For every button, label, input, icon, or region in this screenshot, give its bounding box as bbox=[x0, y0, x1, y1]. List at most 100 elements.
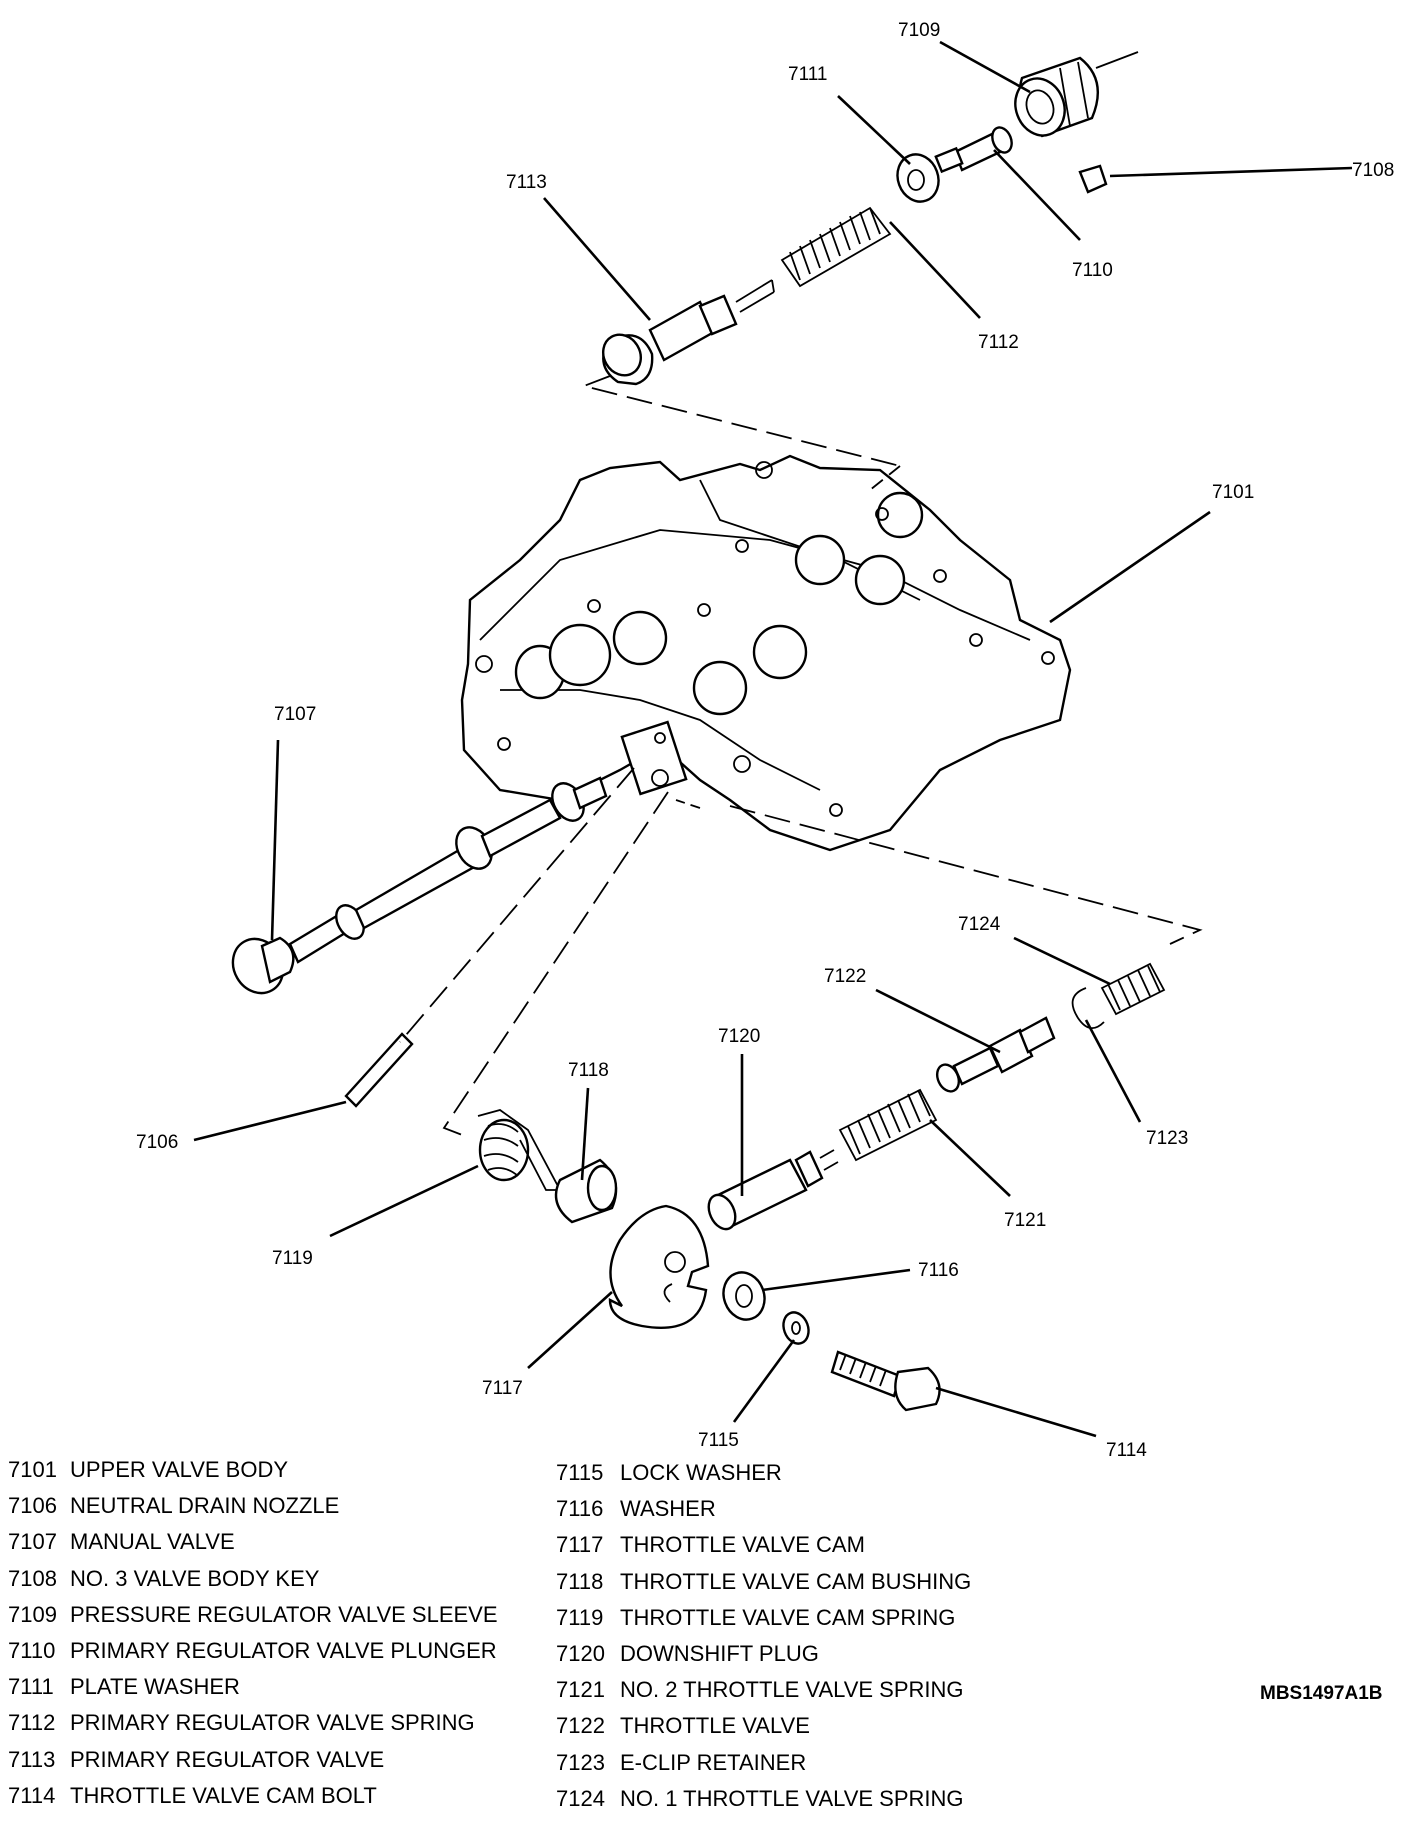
legend-row: 7117 THROTTLE VALVE CAM bbox=[556, 1527, 971, 1563]
legend-part-name: NO. 3 VALVE BODY KEY bbox=[70, 1565, 320, 1591]
pressure-regulator-valve-sleeve bbox=[1014, 51, 1139, 138]
callout-7121: 7121 bbox=[1004, 1210, 1046, 1231]
legend-row: 7115 LOCK WASHER bbox=[556, 1455, 971, 1491]
callout-7123: 7123 bbox=[1146, 1128, 1188, 1149]
legend-part-number: 7119 bbox=[556, 1604, 604, 1630]
legend-part-name: MANUAL VALVE bbox=[70, 1529, 235, 1555]
callout-7112: 7112 bbox=[978, 332, 1019, 353]
legend-row: 7108 NO. 3 VALVE BODY KEY bbox=[8, 1561, 498, 1597]
callout-7118: 7118 bbox=[568, 1060, 609, 1081]
callout-7114: 7114 bbox=[1106, 1440, 1147, 1461]
callout-7116: 7116 bbox=[918, 1260, 959, 1281]
legend-part-name: NO. 1 THROTTLE VALVE SPRING bbox=[620, 1785, 964, 1811]
legend-row: 7119 THROTTLE VALVE CAM SPRING bbox=[556, 1600, 971, 1636]
primary-regulator-valve bbox=[602, 279, 775, 386]
legend-part-number: 7118 bbox=[556, 1568, 604, 1594]
legend-part-name: THROTTLE VALVE CAM bbox=[620, 1532, 865, 1558]
legend-part-name: PLATE WASHER bbox=[70, 1674, 240, 1700]
legend-part-number: 7115 bbox=[556, 1460, 604, 1485]
callout-7119: 7119 bbox=[272, 1248, 313, 1269]
legend-part-name: THROTTLE VALVE CAM BUSHING bbox=[620, 1568, 972, 1594]
legend-part-name: WASHER bbox=[620, 1496, 716, 1522]
valve-body-key bbox=[1078, 164, 1108, 194]
lock-washer bbox=[782, 1311, 810, 1345]
legend-part-name: UPPER VALVE BODY bbox=[70, 1457, 289, 1482]
exploded-view-diagram: 7109 7111 7108 7113 7110 7112 7101 7107 … bbox=[136, 20, 1394, 1461]
throttle-valve-cam-spring bbox=[477, 1109, 562, 1191]
legend-part-number: 7113 bbox=[8, 1746, 56, 1772]
downshift-plug bbox=[707, 1149, 839, 1231]
legend-row: 7110 PRIMARY REGULATOR VALVE PLUNGER bbox=[8, 1633, 498, 1669]
callout-7124: 7124 bbox=[958, 914, 1001, 935]
callout-7122: 7122 bbox=[824, 966, 866, 987]
leader-lines bbox=[193, 40, 1353, 1438]
legend-row: 7123 E-CLIP RETAINER bbox=[556, 1745, 971, 1781]
legend-row: 7111 PLATE WASHER bbox=[8, 1669, 498, 1705]
no-1-throttle-valve-spring bbox=[1100, 962, 1166, 1016]
callout-7115: 7115 bbox=[698, 1430, 739, 1451]
legend-row: 7114 THROTTLE VALVE CAM BOLT bbox=[8, 1778, 498, 1814]
legend-part-name: PRESSURE REGULATOR VALVE SLEEVE bbox=[70, 1601, 498, 1627]
legend-part-name: LOCK WASHER bbox=[620, 1460, 782, 1485]
throttle-valve-cam bbox=[608, 1204, 710, 1329]
legend-part-number: 7123 bbox=[556, 1749, 605, 1775]
legend-part-number: 7106 bbox=[8, 1493, 57, 1519]
legend-part-name: PRIMARY REGULATOR VALVE SPRING bbox=[70, 1710, 475, 1736]
neutral-drain-nozzle bbox=[344, 1032, 414, 1108]
throttle-valve-cam-bolt bbox=[830, 1350, 941, 1412]
plate-washer bbox=[896, 153, 940, 203]
callout-7111: 7111 bbox=[788, 64, 827, 85]
washer bbox=[722, 1271, 766, 1321]
upper-valve-body bbox=[460, 454, 1072, 852]
callout-7113: 7113 bbox=[506, 172, 547, 193]
legend-part-number: 7114 bbox=[8, 1782, 56, 1808]
legend-part-name: PRIMARY REGULATOR VALVE PLUNGER bbox=[70, 1638, 497, 1664]
callout-7109: 7109 bbox=[898, 20, 940, 41]
legend-part-name: PRIMARY REGULATOR VALVE bbox=[70, 1746, 385, 1772]
callout-labels: 7109 7111 7108 7113 7110 7112 7101 7107 … bbox=[136, 20, 1394, 1461]
legend-part-number: 7116 bbox=[556, 1496, 604, 1522]
legend-part-number: 7111 bbox=[8, 1674, 54, 1700]
callout-7117: 7117 bbox=[482, 1378, 523, 1399]
callout-7110: 7110 bbox=[1072, 260, 1113, 281]
figure-code: MBS1497A1B bbox=[1260, 1683, 1383, 1704]
legend-row: 7122 THROTTLE VALVE bbox=[556, 1708, 971, 1744]
legend-part-number: 7108 bbox=[8, 1565, 57, 1591]
legend-row: 7107 MANUAL VALVE bbox=[8, 1524, 498, 1560]
legend-row: 7118 THROTTLE VALVE CAM BUSHING bbox=[556, 1564, 971, 1600]
legend-row: 7116 WASHER bbox=[556, 1491, 971, 1527]
throttle-valve bbox=[935, 1016, 1056, 1093]
callout-7120: 7120 bbox=[718, 1026, 760, 1047]
callout-7107: 7107 bbox=[274, 704, 316, 725]
legend-part-number: 7109 bbox=[8, 1601, 57, 1627]
throttle-valve-cam-bushing bbox=[554, 1158, 618, 1224]
legend-part-name: NO. 2 THROTTLE VALVE SPRING bbox=[620, 1677, 964, 1703]
legend-part-number: 7124 bbox=[556, 1785, 605, 1811]
primary-regulator-valve-plunger bbox=[934, 126, 1013, 174]
legend-row: 7121 NO. 2 THROTTLE VALVE SPRING bbox=[556, 1672, 971, 1708]
legend-part-number: 7107 bbox=[8, 1529, 57, 1555]
alignment-lines bbox=[399, 375, 1203, 1139]
legend-part-number: 7120 bbox=[556, 1641, 605, 1667]
legend-part-name: NEUTRAL DRAIN NOZZLE bbox=[70, 1493, 340, 1519]
legend-part-number: 7110 bbox=[8, 1638, 56, 1664]
legend-part-number: 7117 bbox=[556, 1532, 604, 1558]
legend-part-number: 7121 bbox=[556, 1677, 605, 1703]
legend-part-number: 7101 bbox=[8, 1457, 57, 1482]
legend-part-name: E-CLIP RETAINER bbox=[620, 1749, 807, 1775]
callout-7101: 7101 bbox=[1212, 482, 1254, 503]
legend-part-number: 7122 bbox=[556, 1713, 605, 1739]
legend-part-name: THROTTLE VALVE bbox=[620, 1713, 810, 1739]
legend-part-name: THROTTLE VALVE CAM BOLT bbox=[70, 1782, 377, 1808]
legend-row: 7120 DOWNSHIFT PLUG bbox=[556, 1636, 971, 1672]
callout-7108: 7108 bbox=[1352, 160, 1394, 181]
manual-valve bbox=[231, 776, 608, 995]
no-2-throttle-valve-spring bbox=[838, 1088, 938, 1162]
legend-part-name: THROTTLE VALVE CAM SPRING bbox=[620, 1604, 956, 1630]
legend-part-name: DOWNSHIFT PLUG bbox=[620, 1641, 819, 1667]
legend-row: 7124 NO. 1 THROTTLE VALVE SPRING bbox=[556, 1781, 971, 1817]
legend-row: 7101 UPPER VALVE BODY bbox=[8, 1452, 498, 1488]
parts-legend-left: 7101 UPPER VALVE BODY 7106 NEUTRAL DRAIN N… bbox=[8, 1452, 498, 1814]
